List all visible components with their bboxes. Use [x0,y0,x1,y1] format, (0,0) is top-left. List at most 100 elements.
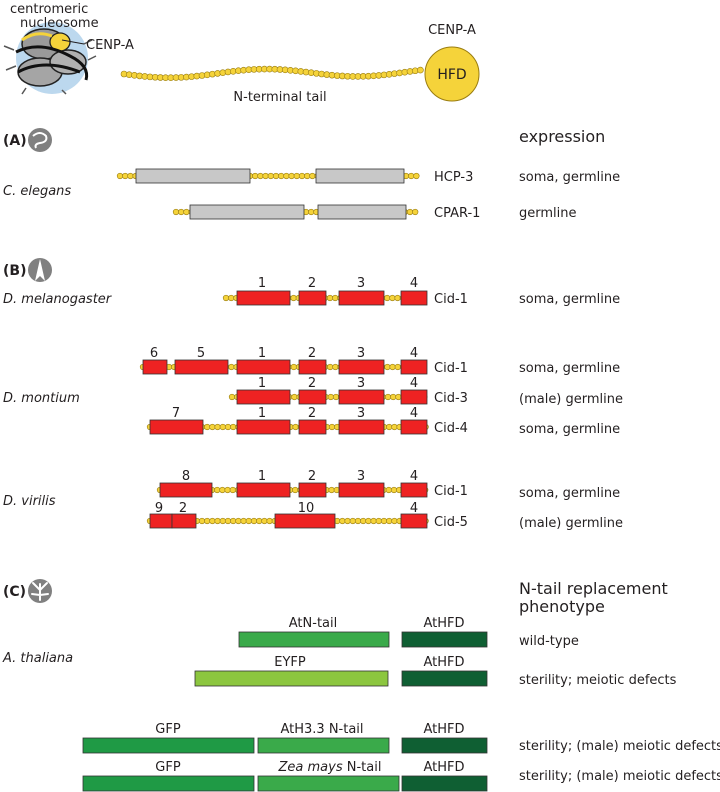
hfd-label: HFD [437,67,466,83]
worm-icon [28,128,52,152]
cid-name: Cid-1 [434,361,468,376]
phenotype-text: wild-type [519,634,579,649]
eyfp-box [194,670,389,687]
tail-bead [412,208,419,216]
part-label: AtN-tail [289,616,337,631]
dmon-cid4-row [146,419,429,435]
tail-bead [257,172,264,180]
section-b-label: (B) [3,263,26,279]
tail-bead [252,172,259,180]
species-d-melanogaster: D. melanogaster [3,292,113,307]
tail-bead [204,423,211,431]
domain-number: 1 [258,376,266,391]
tail-bead [339,517,346,525]
species-d-montium: D. montium [3,391,80,406]
section-a-label: (A) [3,133,27,149]
species-a-thaliana: A. thaliana [2,651,73,666]
tail-bead [222,294,230,302]
tail-bead [370,517,377,525]
cid-expression: soma, germline [519,486,620,501]
tail-bead [309,172,316,180]
tail-bead [332,294,339,302]
tail-bead [328,423,336,431]
athfd-box [401,670,488,687]
phenotype-text: sterility; (male) meiotic defects [519,769,720,784]
tail-bead [417,66,424,74]
domain-number: 1 [258,406,266,421]
tail-bead [375,517,382,525]
plant-icon [28,579,52,603]
tail-bead [385,486,392,494]
domain-number: 1 [258,276,266,291]
red-domain-box [400,290,428,306]
red-domain-box [149,513,173,529]
red-domain-box [338,290,385,306]
tail-bead [262,172,269,180]
phenotype-header-line2: phenotype [519,597,605,616]
tail-bead [304,172,311,180]
fly-icon [28,258,52,282]
red-domain-box [338,482,385,498]
tail-bead [386,423,393,431]
part-label: AtHFD [423,655,464,670]
domain-number: 4 [410,376,418,391]
red-domain-box [400,359,428,375]
tail-bead [391,517,398,525]
domain-number: 4 [410,469,418,484]
tail-bead [408,172,415,180]
tail-bead [209,423,216,431]
red-domain-box [159,482,213,498]
cpar1-domain-row [172,204,419,220]
gray-domain-box [189,204,305,220]
tail-bead [344,517,351,525]
tail-bead [183,208,190,216]
tail-bead [292,486,299,494]
domain-number: 3 [357,469,365,484]
tail-bead [349,517,356,525]
tail-bead [298,172,306,180]
red-domain-box [236,419,291,435]
domain-number: 2 [308,376,316,391]
tail-bead [290,363,297,371]
dmon-cid1-row [139,359,428,375]
nucleosome-cenpa-label: CENP-A [86,38,134,53]
domain-number: 7 [172,406,180,421]
species-d-virilis: D. virilis [3,494,56,509]
zea-mays-ntail-label: Zea mays N-tail [278,760,382,775]
tail-bead [278,172,285,180]
hcp3-name: HCP-3 [434,170,473,185]
atn-tail-box [238,631,390,648]
tail-bead [391,423,398,431]
red-domain-box [338,389,385,405]
athfd-box [401,775,488,792]
tail-bead [219,423,226,431]
domain-number: 3 [357,276,365,291]
part-label: AtHFD [423,760,464,775]
red-domain-box [274,513,336,529]
tail-bead [250,517,258,525]
part-label: AtH3.3 N-tail [280,722,363,737]
tail-bead [230,423,237,431]
tail-bead [172,208,180,216]
tail-bead [354,517,362,525]
tail-bead [204,517,211,525]
domain-number: 4 [410,276,418,291]
tail-bead [380,517,388,525]
section-c-label: (C) [3,584,26,600]
tail-bead [245,517,252,525]
gfp-box [82,775,255,792]
tail-bead [209,517,216,525]
cid-expression: soma, germline [519,292,620,307]
hcp3-expression: soma, germline [519,170,620,185]
red-domain-box [298,389,327,405]
tail-bead [288,172,295,180]
domain-number: 2 [308,346,316,361]
tail-bead [256,517,263,525]
cenpa-protein-label: CENP-A [428,23,476,38]
cpar1-name: CPAR-1 [434,206,480,221]
domain-number: 4 [410,406,418,421]
tail-bead [219,486,226,494]
tail-bead [332,393,340,401]
tail-bead [413,172,420,180]
cid-expression: soma, germline [519,422,620,437]
